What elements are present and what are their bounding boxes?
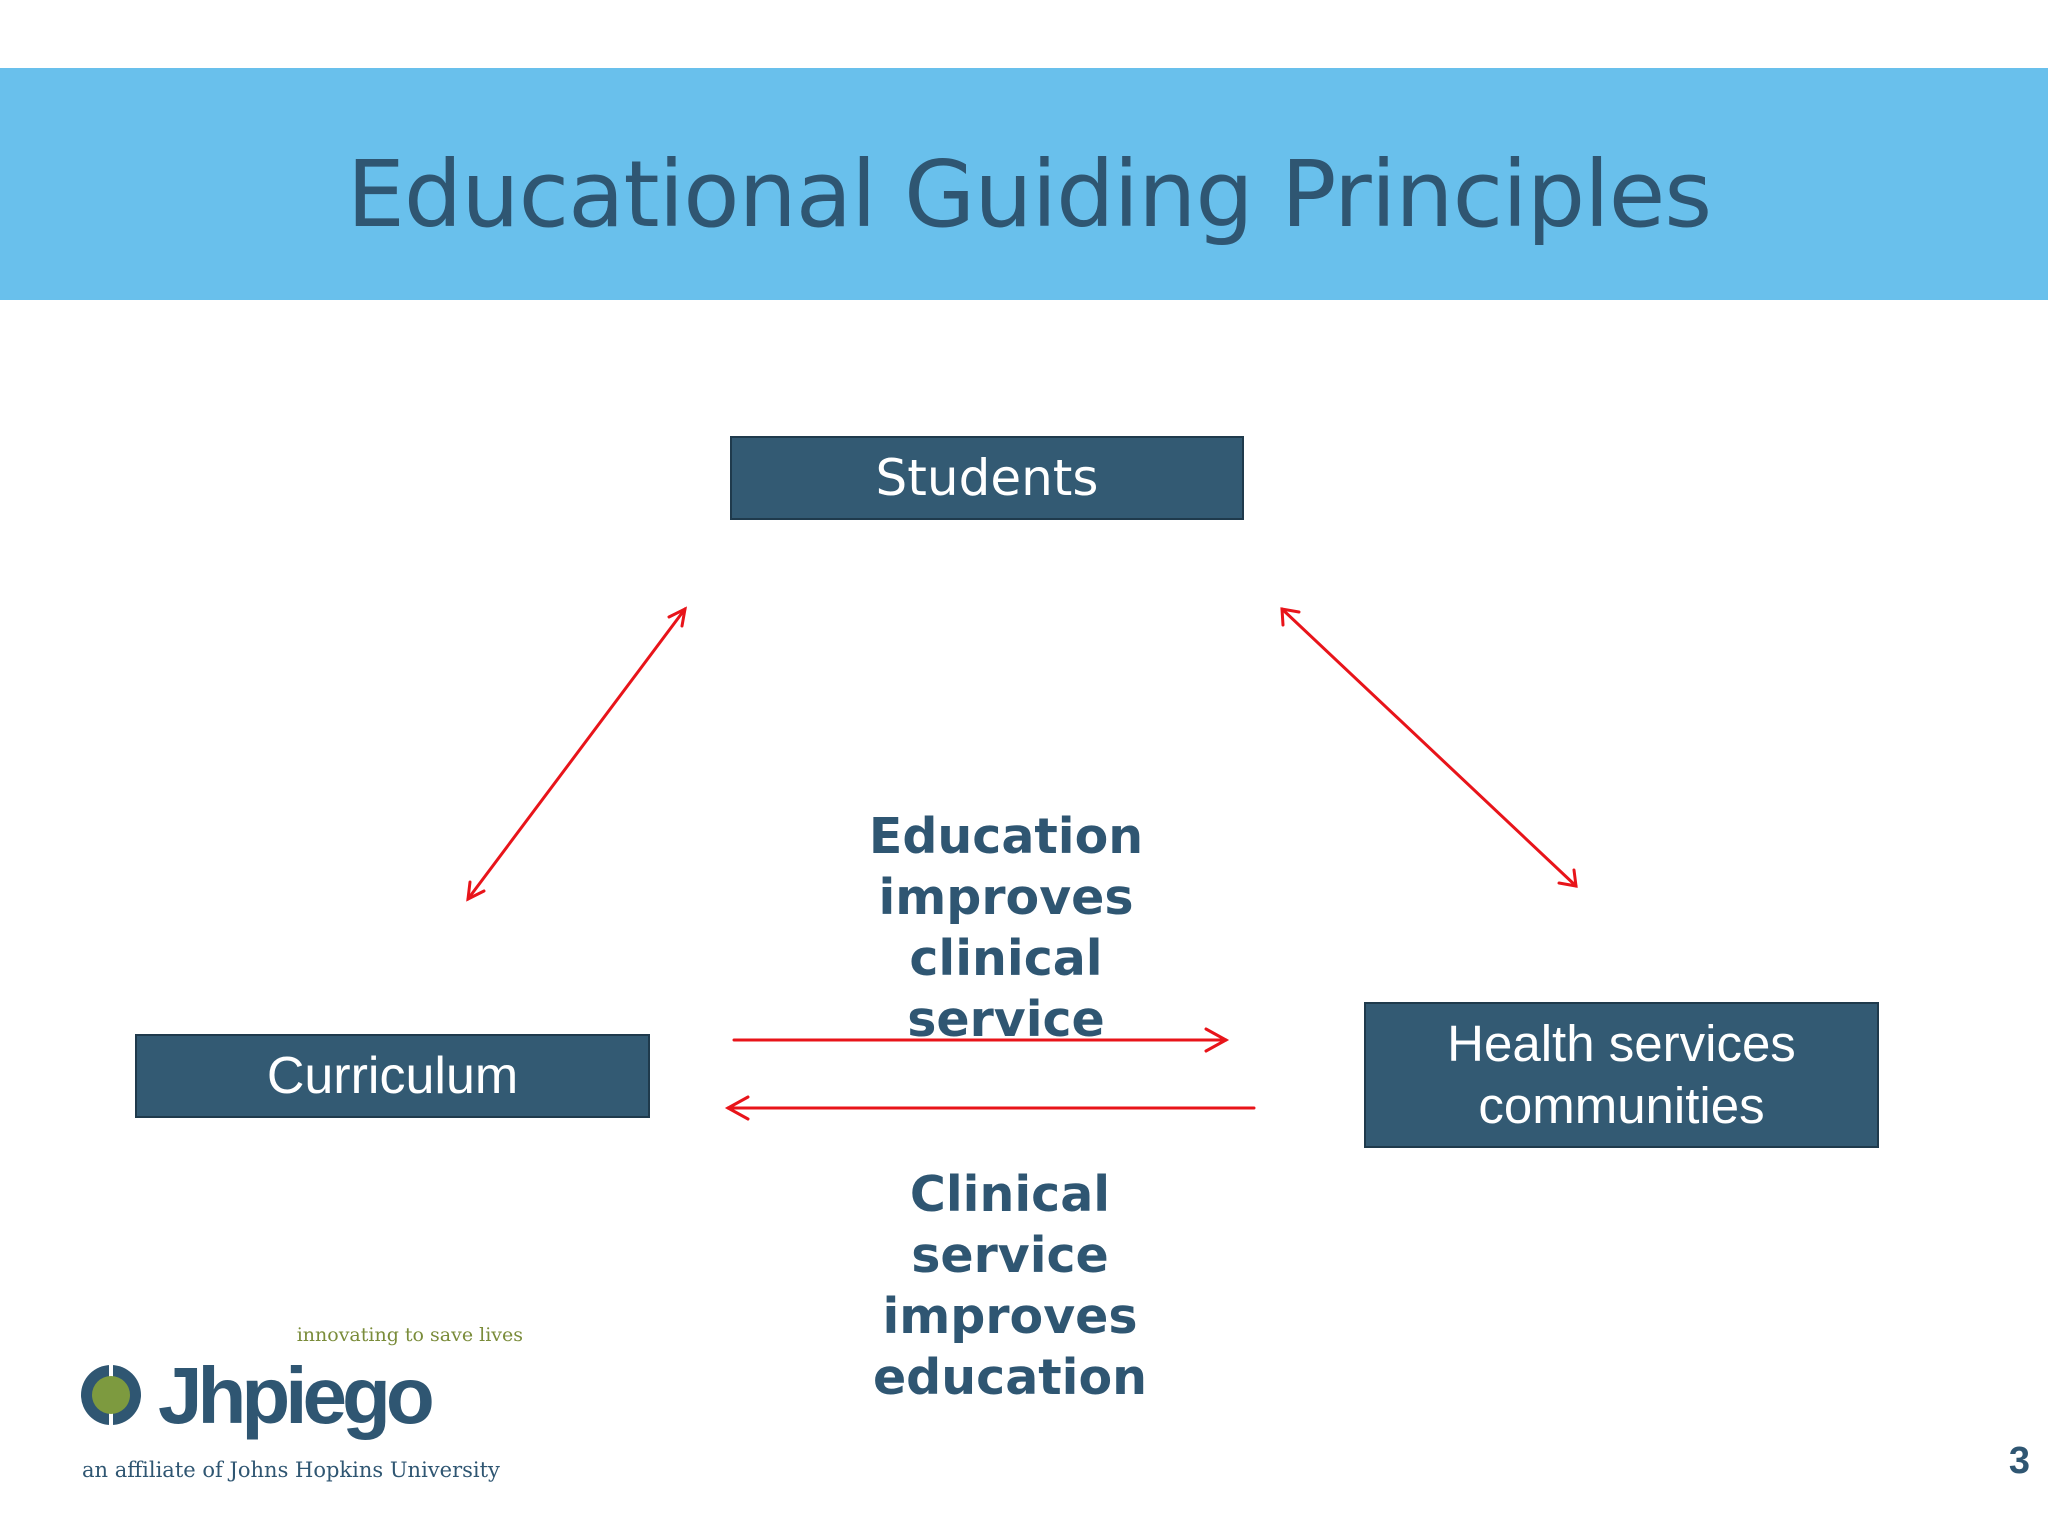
logo-affiliation: an affiliate of Johns Hopkins University <box>82 1458 500 1482</box>
caption-line: improves <box>882 1288 1138 1345</box>
page-number: 3 <box>2008 1440 2030 1482</box>
jhpiego-logo: innovating to save lives Jhpiego an affi… <box>78 1324 523 1494</box>
caption-line: clinical <box>909 930 1103 987</box>
caption-line: Education <box>868 808 1144 865</box>
students-label: Students <box>875 449 1099 507</box>
slide-title: Educational Guiding Principles <box>346 140 1712 248</box>
health-services-label-line1: Health services <box>1447 1015 1796 1072</box>
caption-line: improves <box>878 869 1134 926</box>
service-improves-education-caption: Clinical service improves education <box>810 1164 1210 1408</box>
curriculum-node: Curriculum <box>135 1034 650 1118</box>
caption-line: education <box>872 1349 1148 1406</box>
students-node: Students <box>730 436 1244 520</box>
education-improves-service-caption: Education improves clinical service <box>806 806 1206 1050</box>
logo-tagline: innovating to save lives <box>296 1324 523 1346</box>
caption-line: service <box>907 991 1105 1048</box>
arrow-curriculum-students <box>466 606 687 902</box>
arrow-students-health <box>1280 607 1578 888</box>
curriculum-label: Curriculum <box>266 1047 519 1105</box>
title-bar: Educational Guiding Principles <box>0 68 2048 300</box>
jhpiego-circle-mark-icon <box>81 1364 141 1426</box>
caption-line: service <box>911 1227 1109 1284</box>
arrow-curriculum-to-health <box>732 1027 1230 1053</box>
logo-wordmark: Jhpiego <box>158 1351 435 1440</box>
health-services-label-line2: communities <box>1478 1077 1765 1134</box>
arrow-health-to-curriculum <box>724 1095 1256 1121</box>
caption-line: Clinical <box>909 1166 1111 1223</box>
health-services-node: Health services communities <box>1364 1002 1879 1148</box>
